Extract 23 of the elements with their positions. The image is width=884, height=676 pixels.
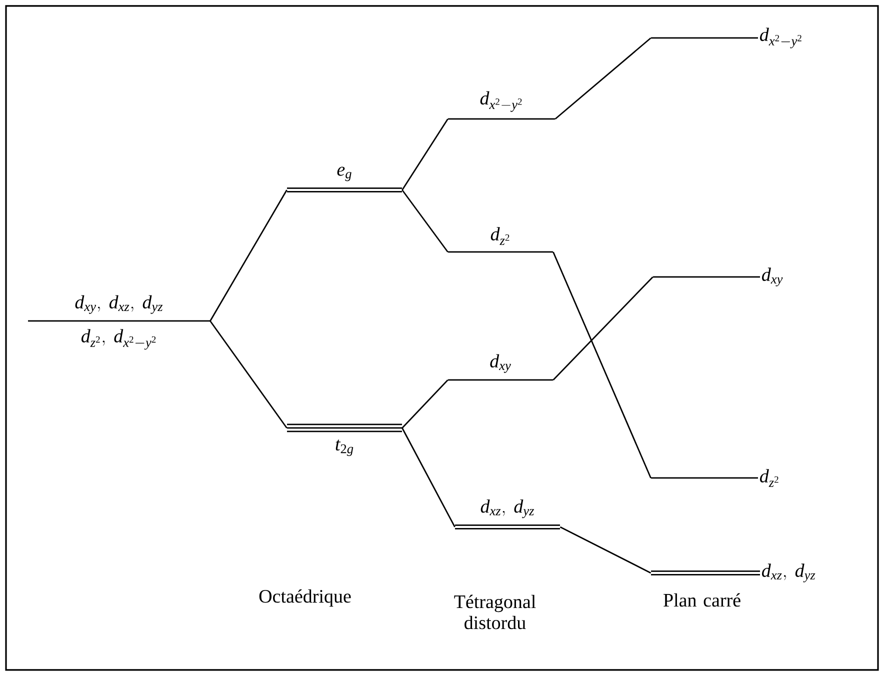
geometry-label: Tétragonal distordu bbox=[454, 594, 536, 630]
connector-line bbox=[402, 380, 448, 428]
connector-line bbox=[552, 252, 652, 478]
connector-line bbox=[210, 320, 288, 428]
energy-level: $t_{2g}$ bbox=[287, 424, 402, 456]
geometry-label: Octaédrique bbox=[259, 589, 351, 607]
connector-line bbox=[402, 190, 448, 252]
energy-level: $e_{g}$ bbox=[287, 166, 402, 192]
energy-level: $d_{x^{2}-y^{2}}$ bbox=[448, 91, 555, 120]
connector-line bbox=[402, 428, 456, 528]
connector-line bbox=[554, 37, 652, 120]
connector-line bbox=[402, 118, 448, 190]
energy-level: $d_{xz},\ d_{yz}$ bbox=[651, 564, 816, 582]
connector-line bbox=[552, 276, 654, 380]
connector-line bbox=[560, 526, 652, 574]
energy-level: $d_{xz},\ d_{yz}$ bbox=[455, 499, 560, 530]
energy-level: $d_{xy}$ bbox=[653, 268, 783, 286]
connector-line bbox=[210, 190, 288, 322]
energy-level: $d_{xy},\ d_{xz},\ d_{yz}$ $d_{z^{2}},\ d_{x^{2}-y^{2}}$ bbox=[28, 295, 210, 350]
energy-level: $d_{z^{2}}$ bbox=[448, 227, 553, 253]
energy-level: $d_{xy}$ bbox=[448, 354, 553, 381]
energy-level: $d_{x^{2}-y^{2}}$ bbox=[651, 28, 802, 48]
energy-level: $d_{z^{2}}$ bbox=[651, 469, 778, 487]
